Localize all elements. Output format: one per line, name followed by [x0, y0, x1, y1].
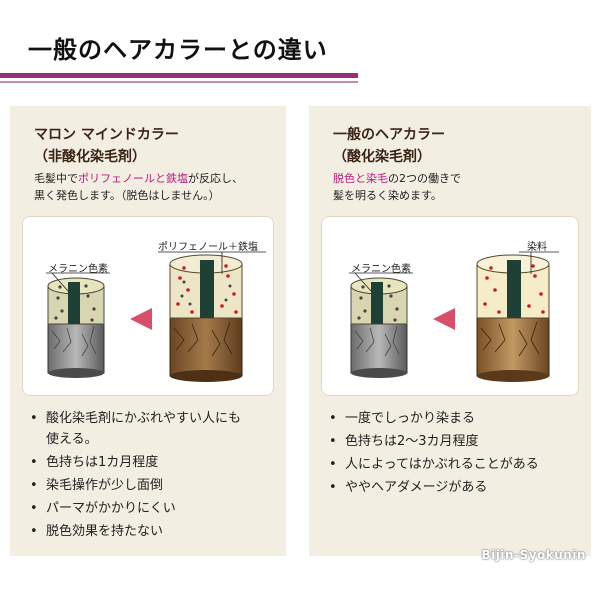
panel-heading-line1: 一般のヘアカラー	[333, 127, 445, 143]
label-melanin: メラニン色素	[48, 264, 108, 275]
desc-text: 毛髪中で	[34, 172, 78, 185]
desc-text: が反応し、	[188, 172, 243, 185]
panel-heading: 一般のヘアカラー （酸化染毛剤）	[333, 124, 445, 168]
title-underline-thin	[0, 81, 358, 83]
label-polyphenol-iron: ポリフェノール＋鉄塩	[158, 242, 258, 253]
hair-strand-after	[476, 254, 550, 382]
desc-text: 黒く発色します。（脱色はしません。）	[34, 189, 220, 202]
label-dye: 染料	[527, 242, 547, 253]
hair-strand-before	[47, 277, 105, 378]
hair-diagram: メラニン色素 染料	[321, 216, 579, 396]
hair-diagram-illustration	[46, 251, 266, 382]
panel-heading: マロン マインドカラー （非酸化染毛剤）	[34, 124, 179, 168]
arrow-icon	[433, 308, 455, 330]
page-title: 一般のヘアカラーとの違い	[28, 36, 328, 64]
desc-highlight: ポリフェノールと鉄塩	[78, 172, 188, 185]
list-item: パーマがかかりにくい	[28, 498, 241, 519]
arrow-icon	[130, 308, 152, 330]
feature-list: 一度でしっかり染まる 色持ちは2～3カ月程度 人によってはかぶれることがある や…	[327, 408, 539, 500]
panel-heading-line2: （酸化染毛剤）	[333, 149, 431, 165]
label-melanin: メラニン色素	[351, 264, 411, 275]
list-item: ややヘアダメージがある	[327, 477, 539, 498]
hair-diagram-illustration	[349, 251, 559, 382]
hair-strand-before	[350, 277, 408, 378]
watermark: Bijin-Syokunin	[481, 548, 586, 562]
hair-strand-after	[169, 254, 243, 382]
desc-text: 髪を明るく染めます。	[333, 189, 442, 202]
list-item: 染毛操作が少し面倒	[28, 475, 241, 496]
panel-heading-line1: マロン マインドカラー	[34, 127, 179, 143]
hair-diagram: メラニン色素 ポリフェノール＋鉄塩	[22, 216, 274, 396]
panel-description: 毛髪中でポリフェノールと鉄塩が反応し、 黒く発色します。（脱色はしません。）	[34, 170, 243, 204]
panel-description: 脱色と染毛の2つの働きで 髪を明るく染めます。	[333, 170, 461, 204]
panel-general-hair-color: 一般のヘアカラー （酸化染毛剤） 脱色と染毛の2つの働きで 髪を明るく染めます。	[309, 106, 591, 556]
title-underline	[0, 73, 358, 78]
list-item: 脱色効果を持たない	[28, 521, 241, 542]
panel-marron-mind-color: マロン マインドカラー （非酸化染毛剤） 毛髪中でポリフェノールと鉄塩が反応し、…	[10, 106, 286, 556]
list-item: 色持ちは1カ月程度	[28, 452, 241, 473]
list-item: 一度でしっかり染まる	[327, 408, 539, 429]
panel-heading-line2: （非酸化染毛剤）	[34, 149, 146, 165]
list-item: 人によってはかぶれることがある	[327, 454, 539, 475]
desc-text: の2つの働きで	[388, 172, 461, 185]
desc-highlight: 脱色と染毛	[333, 172, 388, 185]
list-item: 色持ちは2～3カ月程度	[327, 431, 539, 452]
